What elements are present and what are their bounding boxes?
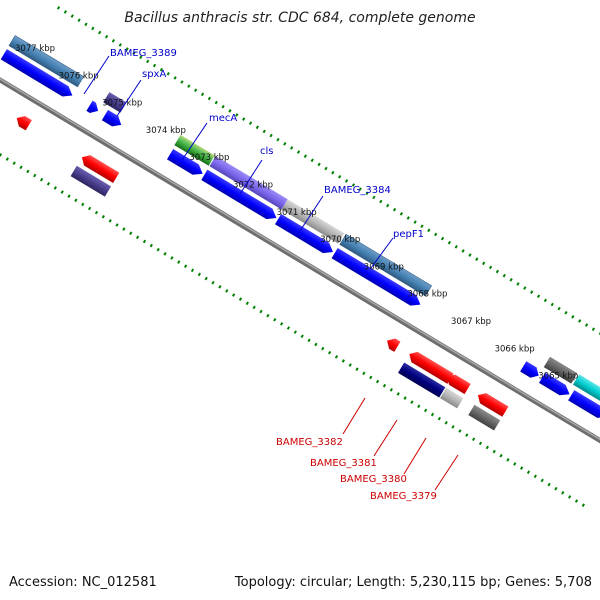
backbone	[0, 67, 600, 453]
tick-label: 3066 kbp	[495, 344, 535, 354]
gene-label-bameg-3382: BAMEG_3382	[276, 437, 343, 448]
tick-label: 3071 kbp	[277, 208, 317, 218]
gene-bar-bameg-3384	[281, 199, 345, 244]
cds-arrow-pepf1	[331, 247, 421, 306]
tick-label: 3073 kbp	[189, 153, 229, 163]
tick-label: 3067 kbp	[451, 317, 491, 327]
gene-label-meca: mecA	[209, 113, 237, 124]
cds-arrow-meca	[166, 149, 203, 175]
tick-label: 3072 kbp	[233, 181, 273, 191]
gene-label-bameg-3380: BAMEG_3380	[340, 474, 407, 485]
genome-band	[0, 6, 600, 507]
gene-bar-spxa	[103, 92, 127, 113]
gene-rev-bar-bameg-3382	[398, 362, 446, 398]
backbone-highlight	[0, 68, 600, 451]
tick-label: 3070 kbp	[320, 235, 360, 245]
tick-label: 3074 kbp	[146, 126, 186, 136]
cds-arrow-small	[86, 100, 99, 113]
cds-arrow-right-3	[568, 390, 600, 418]
gene-label-bameg-3381: BAMEG_3381	[310, 458, 377, 469]
genome-summary: Topology: circular; Length: 5,230,115 bp…	[234, 575, 592, 590]
reverse-leaders	[342, 397, 459, 491]
gene-bar-cls	[209, 155, 288, 210]
gene-bar-meca	[174, 134, 215, 166]
gene-label-pepf1: pepF1	[393, 229, 424, 240]
cds-rev-arrow-bameg-3381	[447, 374, 471, 395]
tick-label: 3065 kbp	[538, 372, 578, 382]
tick-label: 3068 kbp	[407, 290, 447, 300]
gene-label-bameg-3379: BAMEG_3379	[370, 491, 437, 502]
cds-rev-arrow-b	[81, 155, 120, 183]
tick-label: 3077 kbp	[15, 44, 55, 54]
gene-bar-dark-right	[543, 356, 578, 384]
tick-labels: 3077 kbp 3076 kbp 3075 kbp 3074 kbp 3073 kbp…	[15, 44, 578, 382]
gene-label-bameg-3389: BAMEG_3389	[110, 48, 177, 59]
gene-bar-cyan-right	[572, 374, 600, 406]
gene-rev-bar-bameg-3379	[468, 404, 501, 431]
inner-tick-track	[0, 149, 585, 507]
cds-arrow-cls	[201, 169, 277, 220]
forward-leaders	[83, 55, 394, 269]
tick-label: 3075 kbp	[102, 99, 142, 109]
gene-rev-bar-slate	[70, 165, 112, 197]
gene-bar-pepf1	[339, 233, 433, 297]
cds-arrow-bameg-3384	[274, 213, 333, 254]
cds-arrow-right-2	[539, 372, 570, 396]
cds-arrow-bameg-3389	[0, 49, 73, 97]
gene-rev-bar-bameg-3380	[440, 387, 464, 409]
map-title: Bacillus anthracis str. CDC 684, complet…	[124, 10, 476, 26]
tick-label: 3069 kbp	[364, 262, 404, 272]
gene-label-spxa: spxA	[142, 69, 166, 80]
gene-label-bameg-3384: BAMEG_3384	[324, 185, 391, 196]
accession-label: Accession: NC_012581	[9, 575, 157, 590]
tick-label: 3076 kbp	[59, 71, 99, 81]
gene-bar-bameg-3389	[8, 35, 85, 88]
outer-tick-track	[56, 6, 600, 374]
cds-rev-arrow-bameg-3382	[409, 351, 454, 384]
cds-rev-arrow-bameg-3379	[477, 393, 509, 417]
cds-arrow-spxa	[101, 109, 122, 127]
gene-label-cls: cls	[260, 146, 274, 157]
cds-rev-arrow-a	[16, 116, 32, 131]
cds-rev-arrow-c	[387, 338, 401, 352]
cds-arrow-right-1	[520, 361, 539, 378]
